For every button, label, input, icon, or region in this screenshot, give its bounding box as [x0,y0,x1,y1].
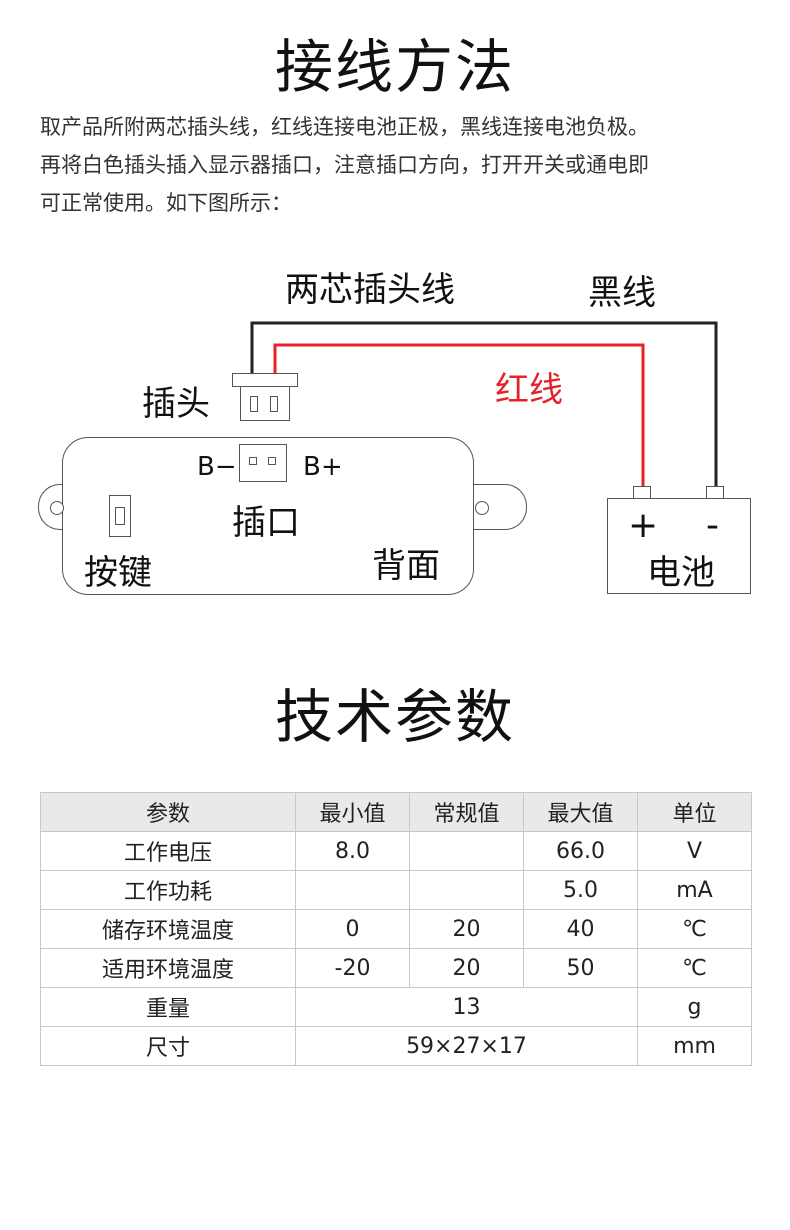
wiring-intro: 取产品所附两芯插头线，红线连接电池正极，黑线连接电池负极。 再将白色插头插入显示… [40,108,760,222]
cell: 工作电压 [40,831,296,871]
cell-merged: 13 [295,987,638,1027]
cell [409,831,524,871]
battery-label: 电池 [647,553,715,593]
socket-label: 插口 [232,503,300,543]
cell: -20 [295,948,410,988]
table-header-row: 参数 最小值 常规值 最大值 单位 [40,792,752,832]
table-row: 适用环境温度 -20 20 50 ℃ [40,948,752,988]
cell: 20 [409,909,524,949]
cell [295,870,410,910]
cell: 适用环境温度 [40,948,296,988]
back-label: 背面 [372,546,440,586]
intro-line: 再将白色插头插入显示器插口，注意插口方向，打开开关或通电即 [40,153,649,177]
col-header: 参数 [40,792,296,832]
socket [239,444,287,482]
socket-pin [268,457,276,465]
wires-svg [250,321,718,486]
cell: 66.0 [523,831,638,871]
col-header: 最大值 [523,792,638,832]
b-plus-label: B+ [303,452,343,482]
positive-sign: + [628,505,659,546]
battery [607,498,751,594]
col-header: 单位 [637,792,752,832]
cell: mA [637,870,752,910]
cell: mm [637,1026,752,1066]
negative-sign: - [706,505,719,546]
button-inner [115,507,125,525]
button-label: 按键 [84,553,152,593]
plug-pin [270,396,278,412]
cell: 8.0 [295,831,410,871]
red-wire-label: 红线 [495,370,563,410]
cell: 尺寸 [40,1026,296,1066]
cell: 重量 [40,987,296,1027]
black-wire-label: 黑线 [588,273,656,313]
cell: 储存环境温度 [40,909,296,949]
b-minus-label: B− [197,452,237,482]
button [109,495,131,537]
table-row: 工作电压 8.0 66.0 V [40,831,752,871]
specs-title: 技术参数 [274,683,515,751]
cell-merged: 59×27×17 [295,1026,638,1066]
table-row: 尺寸 59×27×17 mm [40,1026,752,1066]
cell: 5.0 [523,870,638,910]
mount-hole-left [50,501,64,515]
cell: ℃ [637,948,752,988]
plug-body [240,386,290,421]
cell: g [637,987,752,1027]
red-wire [273,343,645,486]
intro-line: 取产品所附两芯插头线，红线连接电池正极，黑线连接电池负极。 [40,115,649,139]
mount-hole-right [475,501,489,515]
table-row: 工作功耗 5.0 mA [40,870,752,910]
table-row: 重量 13 g [40,987,752,1027]
wiring-title: 接线方法 [274,33,515,101]
cell: 工作功耗 [40,870,296,910]
two-core-wire-label: 两芯插头线 [285,270,455,310]
cell: 20 [409,948,524,988]
cell: V [637,831,752,871]
col-header: 常规值 [409,792,524,832]
socket-pin [249,457,257,465]
black-wire [250,321,718,486]
cell: 40 [523,909,638,949]
plug [232,373,298,387]
plug-label: 插头 [142,384,210,424]
table-row: 储存环境温度 0 20 40 ℃ [40,909,752,949]
plug-pin [250,396,258,412]
spec-table: 参数 最小值 常规值 最大值 单位 工作电压 8.0 66.0 V 工作功耗 5… [40,792,752,1066]
cell: 50 [523,948,638,988]
cell: ℃ [637,909,752,949]
cell: 0 [295,909,410,949]
intro-line: 可正常使用。如下图所示： [40,191,292,215]
col-header: 最小值 [295,792,410,832]
cell [409,870,524,910]
